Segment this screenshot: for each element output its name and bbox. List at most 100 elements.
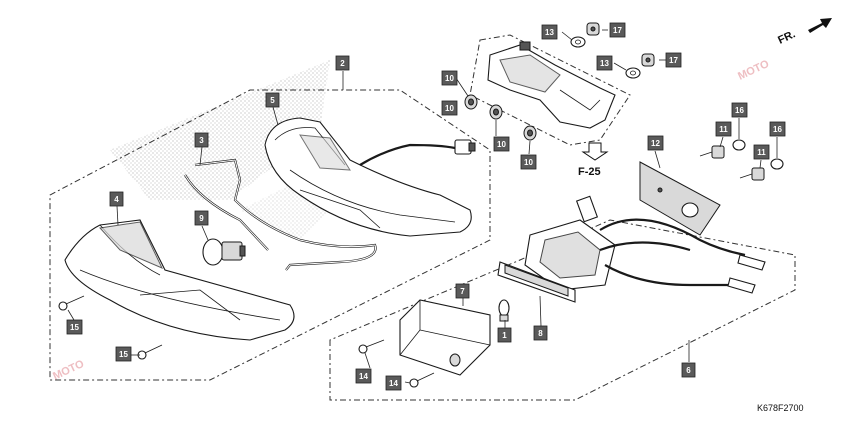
callout-label: 9: [199, 214, 204, 223]
callout-box: [194, 132, 209, 148]
callout-label: 16: [773, 125, 782, 134]
watermark-3: MOTO: [51, 358, 86, 383]
callout-11b: 11: [753, 144, 770, 160]
part-bolt-upper: [699, 145, 725, 159]
callout-box: [66, 319, 83, 335]
part-small-bulb: [498, 299, 510, 322]
part-screw-lower: [137, 344, 163, 360]
callout-box: [609, 22, 626, 38]
callout-1: 1: [497, 327, 512, 343]
callout-7: 7: [455, 283, 470, 299]
callout-14a: 14: [355, 368, 372, 384]
callout-label: 1: [502, 331, 507, 340]
callout-4: 4: [109, 191, 124, 207]
callout-17b: 17: [665, 52, 682, 68]
callout-9: 9: [194, 210, 209, 226]
part-grommet-2: [489, 104, 503, 120]
callout-10d: 10: [520, 154, 537, 170]
callout-box: [681, 362, 696, 378]
callout-label: 10: [445, 104, 454, 113]
callout-6: 6: [681, 362, 696, 378]
callout-box: [647, 135, 664, 151]
callout-box: [731, 102, 748, 118]
callout-2: 2: [335, 55, 350, 71]
callout-13a: 13: [541, 24, 558, 40]
callout-label: 16: [735, 106, 744, 115]
callout-label: 10: [497, 140, 506, 149]
callout-box: [520, 154, 537, 170]
part-socket-gasket: [497, 261, 576, 303]
callout-label: 12: [651, 139, 660, 148]
callout-label: 11: [757, 148, 766, 157]
part-reflector-plate: [639, 161, 721, 236]
callout-label: 7: [460, 287, 465, 296]
front-direction-indicator: FR.: [776, 18, 832, 47]
callout-label: 17: [613, 26, 622, 35]
callout-12: 12: [647, 135, 664, 151]
callout-3: 3: [194, 132, 209, 148]
callout-box: [541, 24, 558, 40]
callout-layer: 2 5 3 9 4 15 15 10 10 10 10 13 17 13 17 12 11 16 11 16 7 1 8 6 1…: [66, 22, 786, 391]
callout-label: 10: [524, 158, 533, 167]
part-bolt-lower: [739, 167, 765, 181]
part-screw-14-lower: [409, 372, 435, 388]
part-outer-lens: [64, 219, 295, 341]
callout-label: 8: [538, 329, 543, 338]
part-rear-bracket: [487, 41, 616, 129]
callout-label: 11: [719, 125, 728, 134]
callout-label: 6: [686, 366, 691, 375]
part-gasket-cord: [184, 158, 377, 271]
part-bulb: [202, 238, 246, 266]
callout-box: [355, 368, 372, 384]
front-arrow-icon: [808, 18, 832, 33]
callout-label: 3: [199, 136, 204, 145]
part-tail-light-housing: [264, 117, 476, 237]
callout-10a: 10: [441, 70, 458, 86]
callout-5: 5: [265, 92, 280, 108]
part-washer-right-lower: [770, 158, 784, 170]
watermark-1: MOTO: [736, 58, 771, 83]
callout-13b: 13: [596, 55, 613, 71]
callout-box: [385, 375, 402, 391]
part-washer-upper: [570, 36, 586, 48]
callout-label: 2: [340, 59, 345, 68]
callout-15a: 15: [66, 319, 83, 335]
reference-indicator: F-25: [578, 142, 609, 178]
callout-16b: 16: [769, 121, 786, 137]
callout-box: [115, 346, 132, 362]
callout-label: 5: [270, 96, 275, 105]
callout-box: [533, 325, 548, 341]
callout-label: 14: [389, 379, 398, 388]
callout-11a: 11: [715, 121, 732, 137]
callout-8: 8: [533, 325, 548, 341]
callout-label: 17: [669, 56, 678, 65]
callout-label: 13: [545, 28, 554, 37]
callout-17a: 17: [609, 22, 626, 38]
front-direction-label: FR.: [776, 28, 797, 46]
callout-10c: 10: [493, 136, 510, 152]
reference-label: F-25: [578, 166, 601, 178]
callout-label: 14: [359, 372, 368, 381]
reference-arrow-icon: [581, 142, 609, 161]
callout-label: 10: [445, 74, 454, 83]
callout-15b: 15: [115, 346, 132, 362]
callout-box: [596, 55, 613, 71]
diagram-code: K678F2700: [757, 403, 804, 413]
callout-box: [665, 52, 682, 68]
callout-box: [715, 121, 732, 137]
callout-16a: 16: [731, 102, 748, 118]
part-grommet-1: [464, 94, 478, 110]
callout-14b: 14: [385, 375, 402, 391]
callout-box: [455, 283, 470, 299]
callout-box: [753, 144, 770, 160]
callout-box: [109, 191, 124, 207]
callout-box: [441, 70, 458, 86]
callout-10b: 10: [441, 100, 458, 116]
part-screw-14-upper: [358, 339, 385, 354]
callout-box: [493, 136, 510, 152]
callout-label: 13: [600, 59, 609, 68]
part-washer-lower: [625, 67, 641, 79]
part-nut-lower: [641, 53, 655, 67]
callout-box: [441, 100, 458, 116]
